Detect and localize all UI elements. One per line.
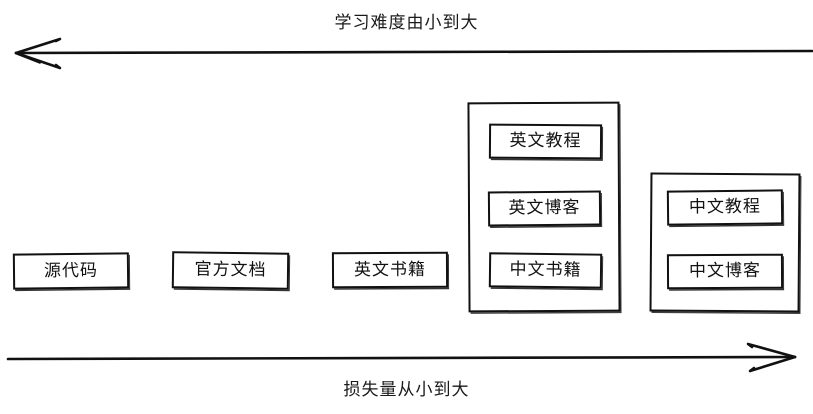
- top-axis-arrow: [14, 37, 813, 70]
- node-box-label: 源代码: [43, 260, 99, 281]
- node-box[interactable]: 中文书籍: [488, 252, 603, 289]
- node-box-label: 中文博客: [688, 260, 762, 282]
- node-box[interactable]: 中文教程: [666, 189, 784, 226]
- bottom-axis-arrow: [6, 342, 797, 373]
- arrow-right-icon: [6, 342, 797, 373]
- top-axis-label: 学习难度由小到大: [334, 13, 479, 33]
- node-box[interactable]: 源代码: [12, 252, 130, 290]
- node-box-label: 中文书籍: [509, 259, 582, 281]
- node-box[interactable]: 官方文档: [171, 251, 290, 290]
- node-box-label: 中文教程: [688, 196, 762, 218]
- node-box-label: 英文教程: [509, 130, 582, 152]
- node-box[interactable]: 英文教程: [488, 123, 603, 160]
- node-box-label: 英文书籍: [353, 259, 427, 280]
- node-box[interactable]: 中文博客: [666, 253, 784, 290]
- node-box-label: 英文博客: [508, 197, 581, 219]
- bottom-axis-label: 损失量从小到大: [343, 380, 470, 400]
- node-box[interactable]: 英文书籍: [331, 251, 449, 289]
- arrow-left-icon: [14, 37, 813, 70]
- node-box-label: 官方文档: [194, 259, 267, 281]
- node-box[interactable]: 英文博客: [487, 190, 602, 227]
